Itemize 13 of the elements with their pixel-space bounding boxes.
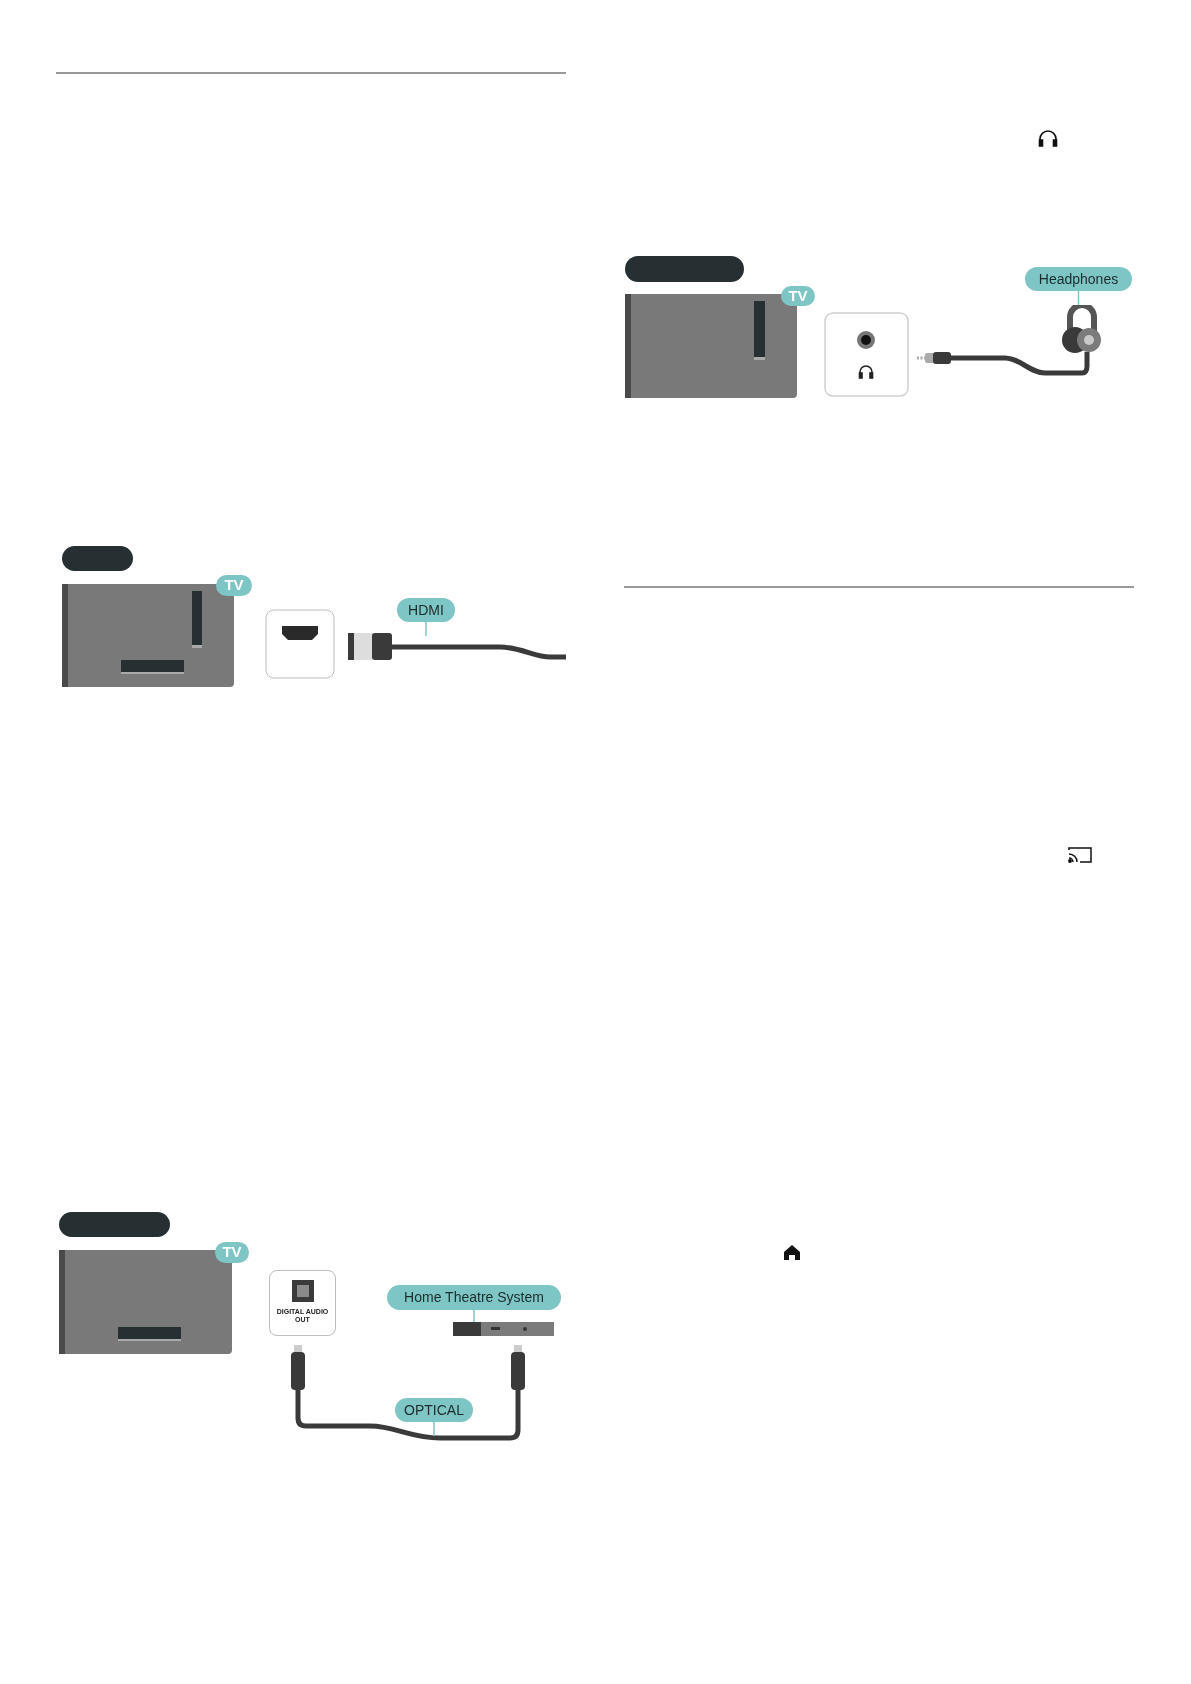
- tv-tag: TV: [216, 575, 252, 596]
- leader-line: [473, 1309, 475, 1323]
- callout-label: HDMI: [397, 598, 455, 622]
- tv-tag: TV: [215, 1242, 249, 1263]
- soundbar-drawing: [453, 1322, 554, 1336]
- tv-tag: TV: [781, 286, 815, 306]
- callout-label: OPTICAL: [395, 1398, 473, 1422]
- port-panel: [269, 1270, 336, 1336]
- callout-label: Home Theatre System: [387, 1285, 561, 1310]
- leader-line: [425, 621, 427, 637]
- headphones-drawing: [1060, 305, 1104, 355]
- leader-line: [433, 1421, 435, 1437]
- callout-label: Headphones: [1025, 267, 1132, 291]
